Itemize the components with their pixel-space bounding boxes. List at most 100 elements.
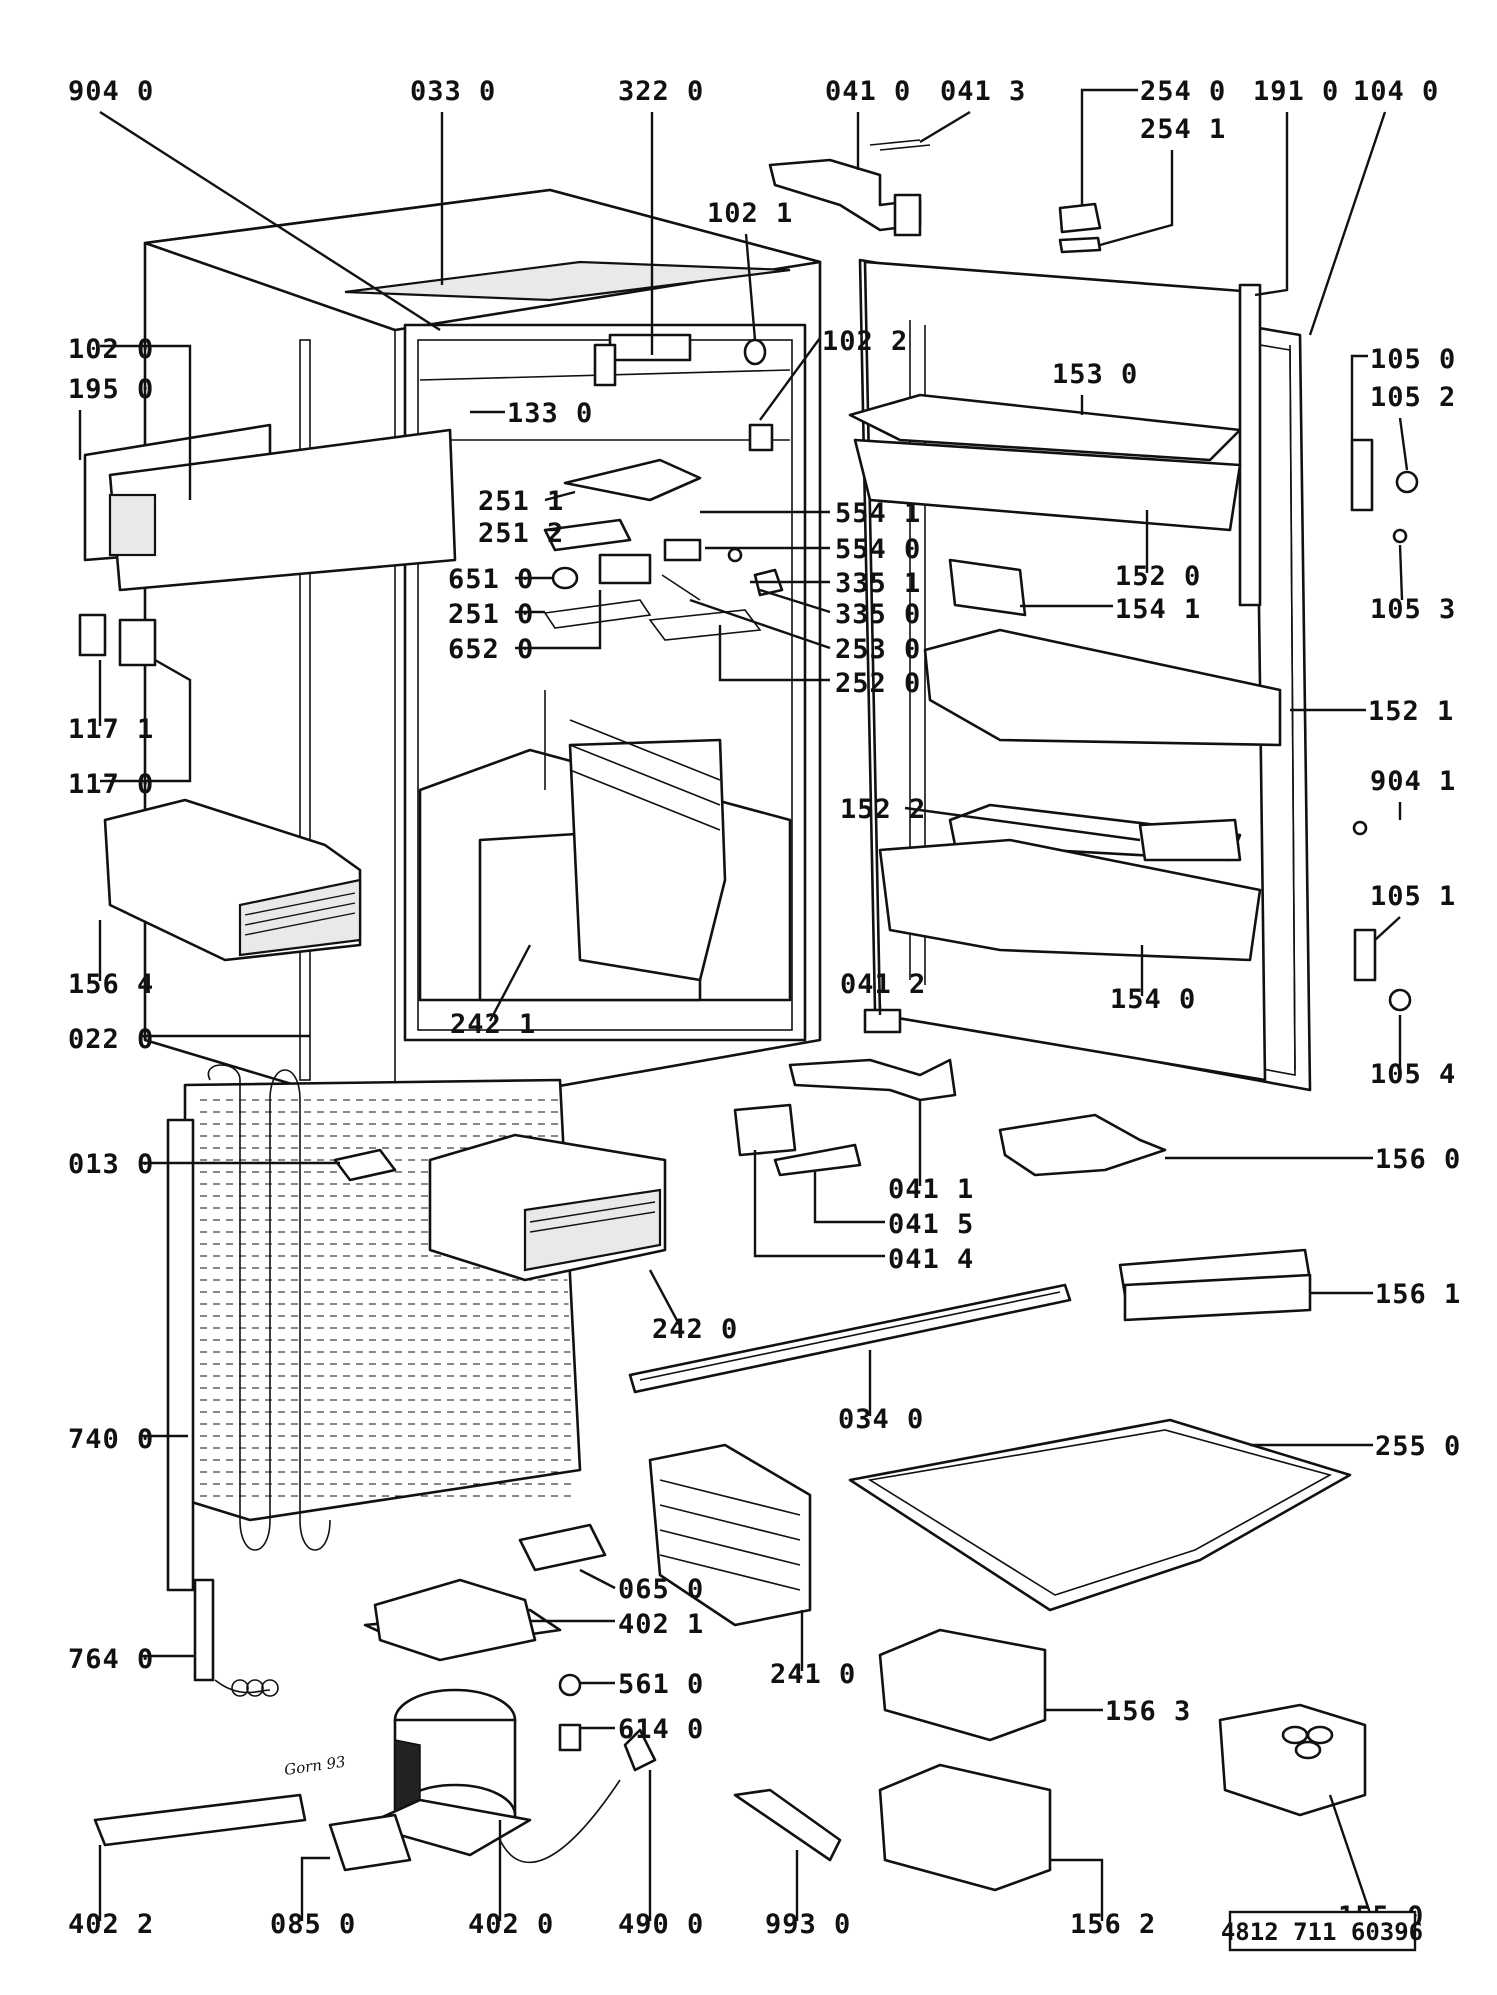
leader-line-1051 — [1374, 916, 1401, 941]
leader-line-2540 — [1080, 88, 1138, 205]
part-label-1520: 152 0 — [1115, 561, 1201, 592]
part-labels: 904 0 033 0 322 0 041 0 041 3 254 0 254 1 191 0… — [68, 76, 1461, 1940]
door-shelves-drawing — [848, 393, 1282, 962]
leader-line-1910 — [1254, 112, 1289, 297]
part-label-3220: 322 0 — [618, 76, 704, 107]
part-label-1330: 133 0 — [507, 398, 593, 429]
part-label-5610: 561 0 — [618, 1669, 704, 1700]
part-label-1052: 105 2 — [1370, 382, 1456, 413]
part-label-0414: 041 4 — [888, 1244, 974, 1275]
part-label-5541: 554 1 — [835, 498, 921, 529]
leader-line-1021 — [744, 233, 757, 341]
crisper-lid-drawing — [103, 798, 362, 962]
leader-line-2520 — [718, 625, 830, 682]
leader-line-2420 — [648, 1269, 682, 1327]
bottom-hinge-drawing — [733, 1008, 957, 1177]
part-label-0340: 034 0 — [838, 1404, 924, 1435]
part-label-1950: 195 0 — [68, 374, 154, 405]
leader-line-1020 — [100, 344, 192, 500]
part-label-3351: 335 1 — [835, 568, 921, 599]
part-label-2410: 241 0 — [770, 1659, 856, 1690]
part-label-1051: 105 1 — [1370, 881, 1456, 912]
part-label-1561: 156 1 — [1375, 1279, 1461, 1310]
butter-tray-drawing — [998, 1113, 1312, 1322]
part-label-1054: 105 4 — [1370, 1059, 1456, 1090]
part-label-0220: 022 0 — [68, 1024, 154, 1055]
part-label-1040: 104 0 — [1353, 76, 1439, 107]
part-label-1021: 102 1 — [707, 198, 793, 229]
leader-line-0650 — [579, 1568, 616, 1590]
part-label-4022: 402 2 — [68, 1909, 154, 1940]
leader-line-2541 — [1099, 150, 1174, 247]
part-label-2530: 253 0 — [835, 634, 921, 665]
part-label-0130: 013 0 — [68, 1149, 154, 1180]
part-label-9040: 904 0 — [68, 76, 154, 107]
door-handle-drawing — [1058, 202, 1102, 254]
leader-line-2511 — [544, 490, 576, 502]
part-label-1564: 156 4 — [68, 969, 154, 1000]
glass-shelf-drawing — [848, 1418, 1352, 1612]
part-label-1540: 154 0 — [1110, 984, 1196, 1015]
leader-line-1522 — [904, 806, 1141, 842]
document-number-box: 4812 711 60396 — [1221, 1910, 1423, 1952]
document-number: 4812 711 60396 — [1221, 1918, 1423, 1946]
part-label-0415: 041 5 — [888, 1209, 974, 1240]
leader-lines — [78, 88, 1409, 1921]
part-label-2520: 252 0 — [835, 668, 921, 699]
draftsman-signature: Gorn 93 — [283, 1753, 347, 1779]
part-label-6520: 652 0 — [448, 634, 534, 665]
part-label-9041: 904 1 — [1370, 766, 1456, 797]
part-label-7400: 740 0 — [68, 1424, 154, 1455]
part-label-9930: 993 0 — [765, 1909, 851, 1940]
top-strip-drawing — [83, 423, 457, 592]
part-label-1562: 156 2 — [1070, 1909, 1156, 1940]
thermostat-assembly-drawing — [543, 333, 784, 641]
part-label-0650: 065 0 — [618, 1574, 704, 1605]
side-hardware-drawing — [1350, 438, 1419, 1012]
part-label-6140: 614 0 — [618, 1714, 704, 1745]
part-label-0411: 041 1 — [888, 1174, 974, 1205]
wire-shelf-drawing — [648, 1443, 812, 1627]
small-brackets-drawing — [78, 613, 157, 667]
leader-line-1052 — [1398, 417, 1409, 471]
part-label-1522: 152 2 — [840, 794, 926, 825]
leader-line-1050 — [1350, 354, 1368, 440]
leader-line-9040 — [99, 110, 441, 332]
capillary-drawing — [193, 1578, 279, 1697]
part-label-6510: 651 0 — [448, 564, 534, 595]
part-label-0410: 041 0 — [825, 76, 911, 107]
drawer-drawing — [428, 1133, 667, 1282]
leader-line-0415 — [813, 1170, 885, 1224]
part-label-1053: 105 3 — [1370, 594, 1456, 625]
part-label-7640: 764 0 — [68, 1644, 154, 1675]
leader-line-1053 — [1398, 544, 1404, 601]
part-label-2512: 251 2 — [478, 518, 564, 549]
part-label-1910: 191 0 — [1253, 76, 1339, 107]
part-label-1530: 153 0 — [1052, 359, 1138, 390]
part-label-2511: 251 1 — [478, 486, 564, 517]
leader-line-6520 — [515, 590, 602, 650]
part-label-2510: 251 0 — [448, 599, 534, 630]
small-boxes-drawing — [878, 1628, 1367, 1892]
part-label-1521: 152 1 — [1368, 696, 1454, 727]
part-label-0413: 041 3 — [940, 76, 1026, 107]
part-label-1050: 105 0 — [1370, 344, 1456, 375]
part-label-4020: 402 0 — [468, 1909, 554, 1940]
part-label-2540: 254 0 — [1140, 76, 1226, 107]
part-label-0330: 033 0 — [410, 76, 496, 107]
part-label-1171: 117 1 — [68, 714, 154, 745]
part-label-2420: 242 0 — [652, 1314, 738, 1345]
part-label-2541: 254 1 — [1140, 114, 1226, 145]
leader-line-1040 — [1308, 111, 1387, 336]
part-label-4021: 402 1 — [618, 1609, 704, 1640]
part-label-5540: 554 0 — [835, 534, 921, 565]
leader-line-1170 — [100, 658, 192, 783]
part-label-1022: 102 2 — [822, 326, 908, 357]
leader-line-1022 — [759, 337, 821, 421]
shelf-rail-drawing — [628, 1283, 1072, 1394]
leader-line-0414 — [753, 1150, 885, 1258]
part-label-2550: 255 0 — [1375, 1431, 1461, 1462]
part-label-4900: 490 0 — [618, 1909, 704, 1940]
lower-small-parts-drawing — [93, 1523, 842, 1872]
leader-line-2530 — [689, 598, 831, 650]
